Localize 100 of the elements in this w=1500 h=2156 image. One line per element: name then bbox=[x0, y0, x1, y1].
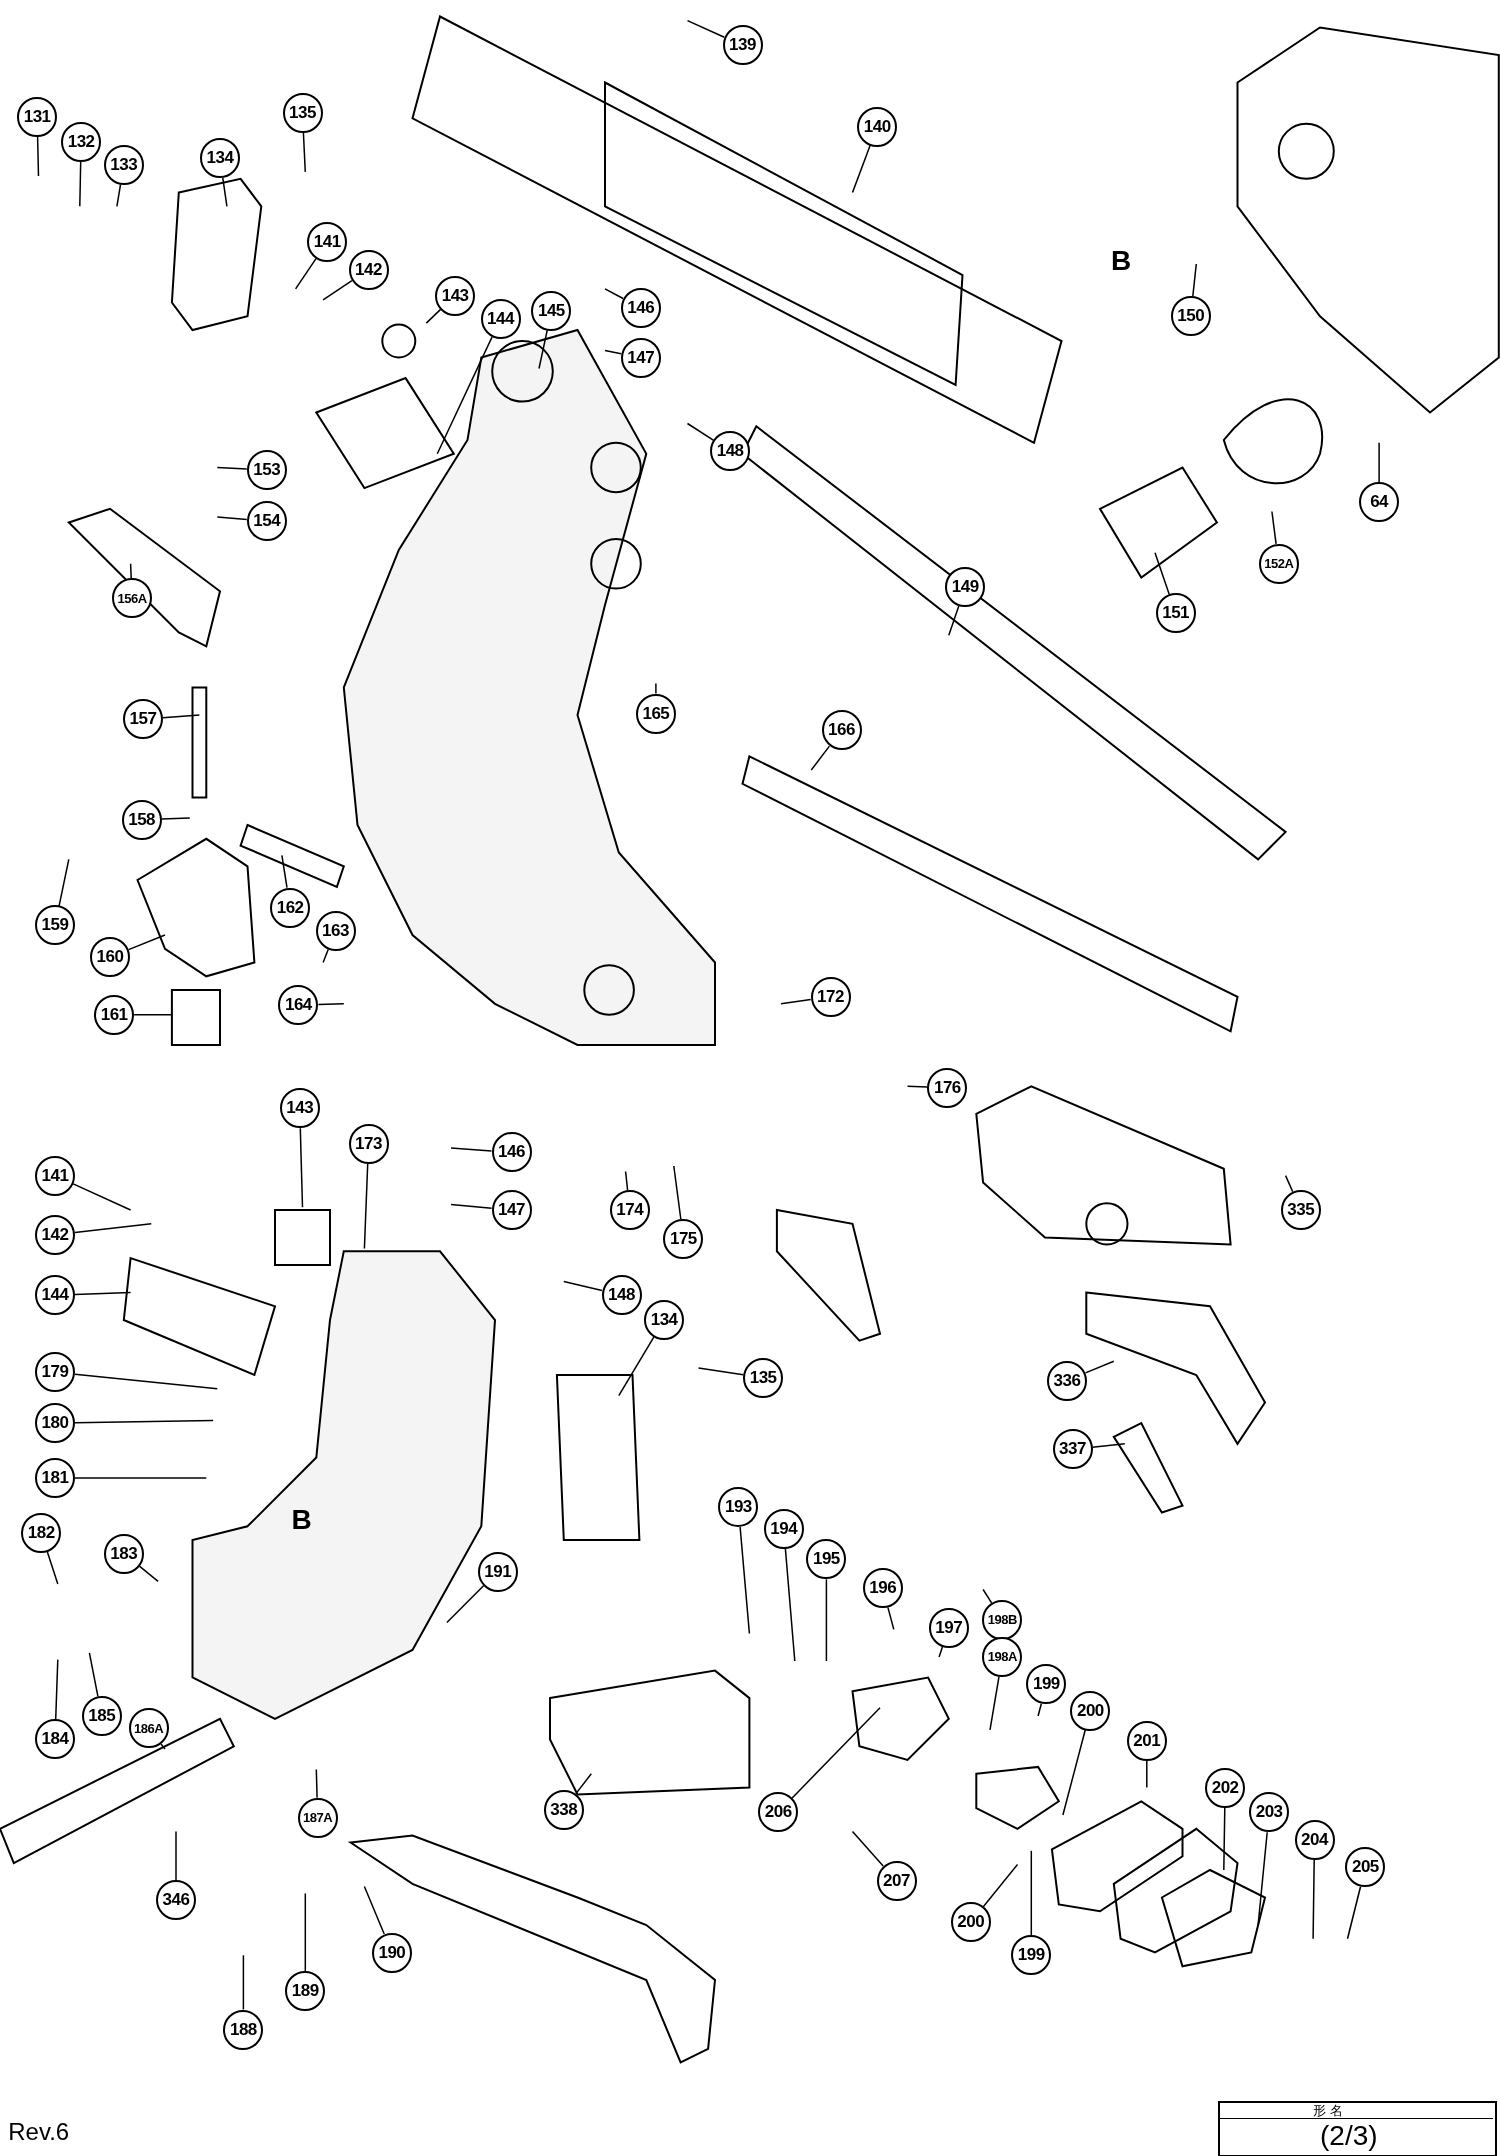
callout-number: 148 bbox=[710, 431, 751, 471]
callout-number: 203 bbox=[1249, 1792, 1290, 1833]
leader-line bbox=[242, 1954, 245, 2011]
leader-line bbox=[317, 1003, 345, 1006]
leader-line bbox=[425, 308, 442, 324]
leader-line bbox=[450, 1203, 493, 1209]
callout-number: 135 bbox=[743, 1357, 784, 1398]
leader-line bbox=[810, 745, 831, 771]
callout-number: 131 bbox=[17, 96, 58, 137]
leader-line bbox=[302, 131, 307, 173]
callout-number: 174 bbox=[609, 1190, 650, 1230]
leader-line bbox=[74, 1477, 208, 1479]
callout-number: 195 bbox=[806, 1539, 847, 1580]
leader-line bbox=[363, 1885, 385, 1935]
leader-line bbox=[58, 858, 70, 907]
callout-number: 176 bbox=[927, 1067, 968, 1108]
callout-number: 194 bbox=[763, 1509, 804, 1549]
callout-number: 160 bbox=[90, 937, 130, 977]
callout-number: 159 bbox=[35, 905, 75, 946]
leader-line bbox=[1223, 1806, 1226, 1871]
callout-number: 148 bbox=[601, 1275, 642, 1316]
callout-number: 150 bbox=[1170, 296, 1211, 337]
callout-number: 141 bbox=[307, 222, 348, 262]
leader-line bbox=[1154, 552, 1170, 596]
callout-number: 144 bbox=[35, 1275, 75, 1316]
callout-number: 204 bbox=[1294, 1819, 1335, 1860]
leader-line bbox=[281, 854, 288, 889]
callout-number: 187A bbox=[297, 1797, 338, 1838]
callout-number: 156A bbox=[112, 578, 152, 619]
leader-line bbox=[1030, 1850, 1033, 1937]
callout-number: 166 bbox=[821, 710, 862, 751]
leader-line bbox=[673, 1165, 682, 1220]
leader-line bbox=[887, 1606, 895, 1631]
leader-line bbox=[1062, 1729, 1087, 1816]
leader-line bbox=[72, 1183, 132, 1211]
part-reference-letter: B bbox=[291, 1504, 312, 1537]
leader-line bbox=[79, 160, 82, 208]
callout-number: 134 bbox=[644, 1300, 685, 1340]
revision-note: Rev.6 bbox=[8, 2117, 70, 2146]
callout-number: 164 bbox=[278, 985, 319, 1026]
leader-line bbox=[74, 1223, 153, 1234]
callout-number: 143 bbox=[435, 275, 476, 316]
leader-line bbox=[446, 1585, 485, 1624]
callout-number: 191 bbox=[477, 1551, 518, 1592]
callout-number: 206 bbox=[758, 1792, 799, 1833]
callout-number: 337 bbox=[1052, 1429, 1093, 1470]
callout-number: 183 bbox=[103, 1533, 144, 1574]
callout-number: 173 bbox=[348, 1124, 389, 1164]
leader-line bbox=[906, 1085, 929, 1088]
callout-number: 143 bbox=[279, 1088, 320, 1129]
callout-number: 205 bbox=[1345, 1847, 1386, 1888]
leader-line bbox=[1378, 442, 1380, 483]
callout-number: 158 bbox=[121, 799, 162, 840]
callout-number: 64 bbox=[1359, 481, 1400, 522]
leader-line bbox=[88, 1652, 99, 1698]
leader-line bbox=[604, 288, 624, 300]
leader-line bbox=[127, 934, 166, 951]
callout-number: 197 bbox=[928, 1608, 969, 1648]
callout-number: 153 bbox=[246, 450, 287, 491]
callout-number: 196 bbox=[862, 1568, 903, 1609]
leader-line bbox=[322, 948, 329, 964]
leader-line bbox=[160, 817, 191, 820]
callout-number: 346 bbox=[156, 1880, 196, 1921]
callout-number: 146 bbox=[491, 1132, 532, 1173]
leader-line bbox=[322, 279, 353, 301]
callout-number: 175 bbox=[663, 1218, 704, 1259]
leader-line bbox=[686, 19, 726, 38]
callout-number: 185 bbox=[81, 1696, 122, 1736]
leader-line bbox=[74, 1419, 214, 1424]
callout-number: 162 bbox=[270, 887, 311, 928]
leader-line bbox=[160, 1743, 166, 1750]
callout-number: 134 bbox=[200, 138, 240, 179]
callout-number: 135 bbox=[282, 92, 323, 133]
leader-line bbox=[697, 1367, 745, 1376]
callout-number: 200 bbox=[950, 1902, 991, 1943]
leader-line bbox=[1271, 510, 1277, 545]
callout-number: 335 bbox=[1280, 1190, 1321, 1230]
leader-line bbox=[563, 1280, 603, 1292]
callout-number: 145 bbox=[531, 290, 572, 331]
leader-line bbox=[618, 1336, 655, 1397]
leader-line bbox=[222, 177, 228, 208]
leader-line bbox=[294, 257, 317, 290]
leader-line bbox=[304, 1892, 307, 1972]
callout-number: 139 bbox=[722, 25, 763, 66]
callout-number: 133 bbox=[103, 145, 144, 185]
leader-line bbox=[655, 682, 657, 695]
leader-line bbox=[938, 1646, 944, 1658]
callout-number: 207 bbox=[876, 1861, 917, 1901]
part-reference-letter: B bbox=[1111, 244, 1132, 277]
leader-line bbox=[1146, 1760, 1148, 1789]
leader-line bbox=[436, 336, 493, 455]
leader-line bbox=[780, 998, 812, 1005]
callout-number: 190 bbox=[371, 1932, 412, 1973]
callout-number: 165 bbox=[635, 693, 676, 734]
callout-number: 161 bbox=[94, 994, 135, 1035]
leader-line bbox=[825, 1578, 828, 1662]
callout-number: 140 bbox=[857, 106, 898, 147]
callout-number: 179 bbox=[35, 1352, 75, 1393]
leader-line bbox=[138, 1565, 159, 1583]
leader-line bbox=[363, 1163, 369, 1250]
